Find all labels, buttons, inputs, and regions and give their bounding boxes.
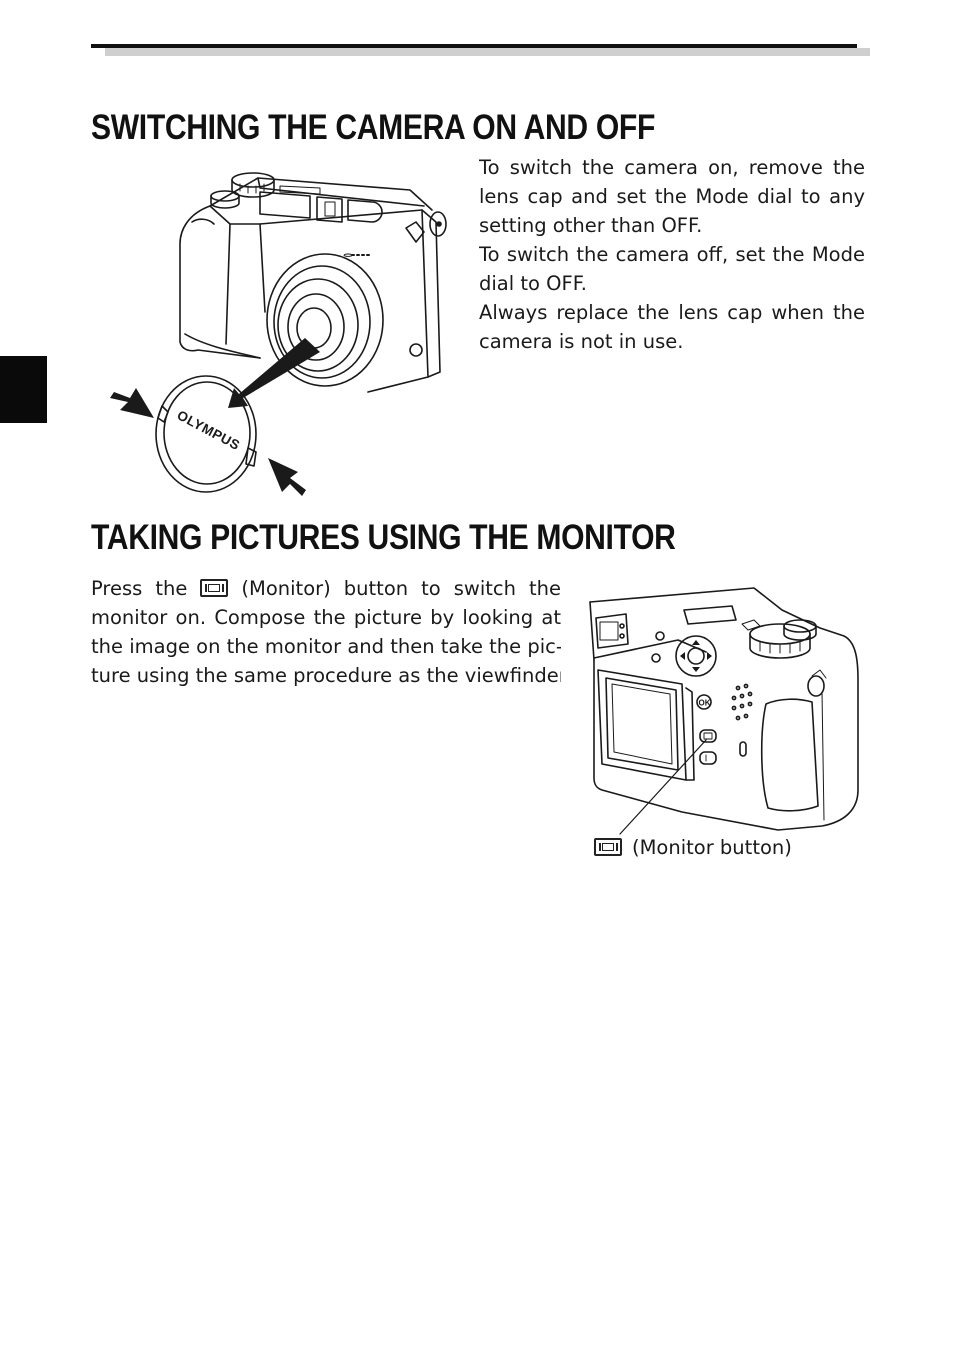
header-rule-shadow [105,48,870,56]
text-line: To switch the camera off, set the Mode [479,243,865,266]
header-rule [91,44,857,48]
text-line: the image on the monitor and then take t… [91,635,561,658]
text-line: setting other than OFF. [479,214,703,237]
monitor-button-icon [200,579,229,597]
ok-button-label: OK [699,699,711,708]
text-line: Always replace the lens cap when the [479,301,865,324]
switching-instructions: To switch the camera on, remove the lens… [479,153,865,356]
text-line: To switch the camera on, remove the [479,156,865,179]
text-fragment: (Monitor) button to switch the [241,577,561,600]
camera-lens-cap-illustration: OLYMPUS [110,172,447,496]
text-line: lens cap and set the Mode dial to any [479,185,865,208]
text-line: Press the (Monitor) button to switch the [91,574,561,603]
text-line: ture using the same procedure as the vie… [91,664,561,687]
monitor-button-caption: (Monitor button) [594,834,792,862]
text-line: dial to OFF. [479,272,587,295]
section-title-monitor: TAKING PICTURES USING THE MONITOR [91,518,676,557]
text-line: camera is not in use. [479,330,684,353]
monitor-instructions: Press the (Monitor) button to switch the… [91,574,561,690]
lens-cap-brand-logo: OLYMPUS [175,407,243,453]
caption-text: (Monitor button) [632,836,792,859]
text-line: monitor on. Compose the picture by looki… [91,606,561,629]
section-title-switching: SWITCHING THE CAMERA ON AND OFF [91,108,655,147]
camera-back-illustration: OK [589,587,859,835]
monitor-button-icon [594,838,622,856]
text-fragment: Press the [91,577,188,600]
chapter-tab-marker [0,356,47,423]
